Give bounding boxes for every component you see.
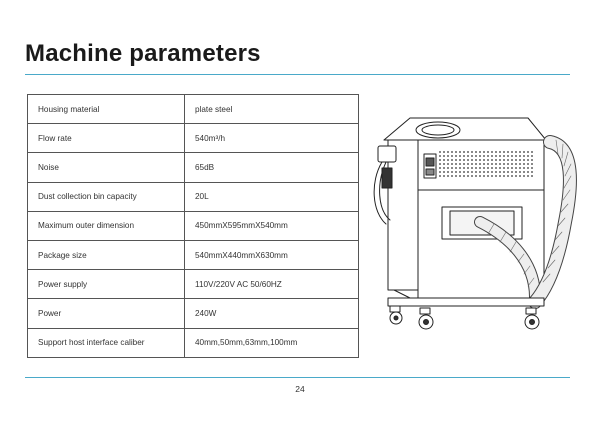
- param-value: 65dB: [184, 152, 359, 183]
- table-row: Power 240W: [27, 298, 359, 329]
- param-value: 40mm,50mm,63mm,100mm: [184, 327, 359, 358]
- param-value: 540m³/h: [184, 123, 359, 154]
- param-name: Package size: [27, 239, 185, 271]
- parameters-table: Housing material plate steel Flow rate 5…: [27, 93, 359, 358]
- table-row: Power supply 110V/220V AC 50/60HZ: [27, 269, 359, 300]
- table-row: Maximum outer dimension 450mmX595mmX540m…: [27, 210, 359, 241]
- param-name: Power supply: [27, 269, 185, 300]
- param-name: Dust collection bin capacity: [27, 181, 185, 212]
- table-row: Flow rate 540m³/h: [27, 123, 359, 154]
- param-value: 110V/220V AC 50/60HZ: [184, 269, 359, 300]
- table-row: Support host interface caliber 40mm,50mm…: [27, 327, 359, 358]
- top-divider: [25, 74, 570, 75]
- table-row: Dust collection bin capacity 20L: [27, 181, 359, 212]
- table-row: Package size 540mmX440mmX630mm: [27, 239, 359, 271]
- param-name: Housing material: [27, 93, 185, 125]
- vent-grille: [439, 151, 533, 177]
- caster-wheels: [389, 305, 540, 330]
- param-value: 450mmX595mmX540mm: [184, 210, 359, 241]
- param-name: Maximum outer dimension: [27, 210, 185, 241]
- param-value: 240W: [184, 298, 359, 329]
- param-name: Noise: [27, 152, 185, 183]
- param-value: 540mmX440mmX630mm: [184, 239, 359, 271]
- dust-collector-illustration: [373, 117, 577, 330]
- param-value: plate steel: [184, 93, 359, 125]
- param-name: Flow rate: [27, 123, 185, 154]
- param-value: 20L: [184, 181, 359, 212]
- bottom-divider: [25, 377, 570, 378]
- table-row: Noise 65dB: [27, 152, 359, 183]
- page-number: 24: [295, 384, 305, 394]
- param-name: Support host interface caliber: [27, 327, 185, 358]
- table-row: Housing material plate steel: [27, 93, 359, 125]
- param-name: Power: [27, 298, 185, 329]
- page-title: Machine parameters: [25, 40, 261, 67]
